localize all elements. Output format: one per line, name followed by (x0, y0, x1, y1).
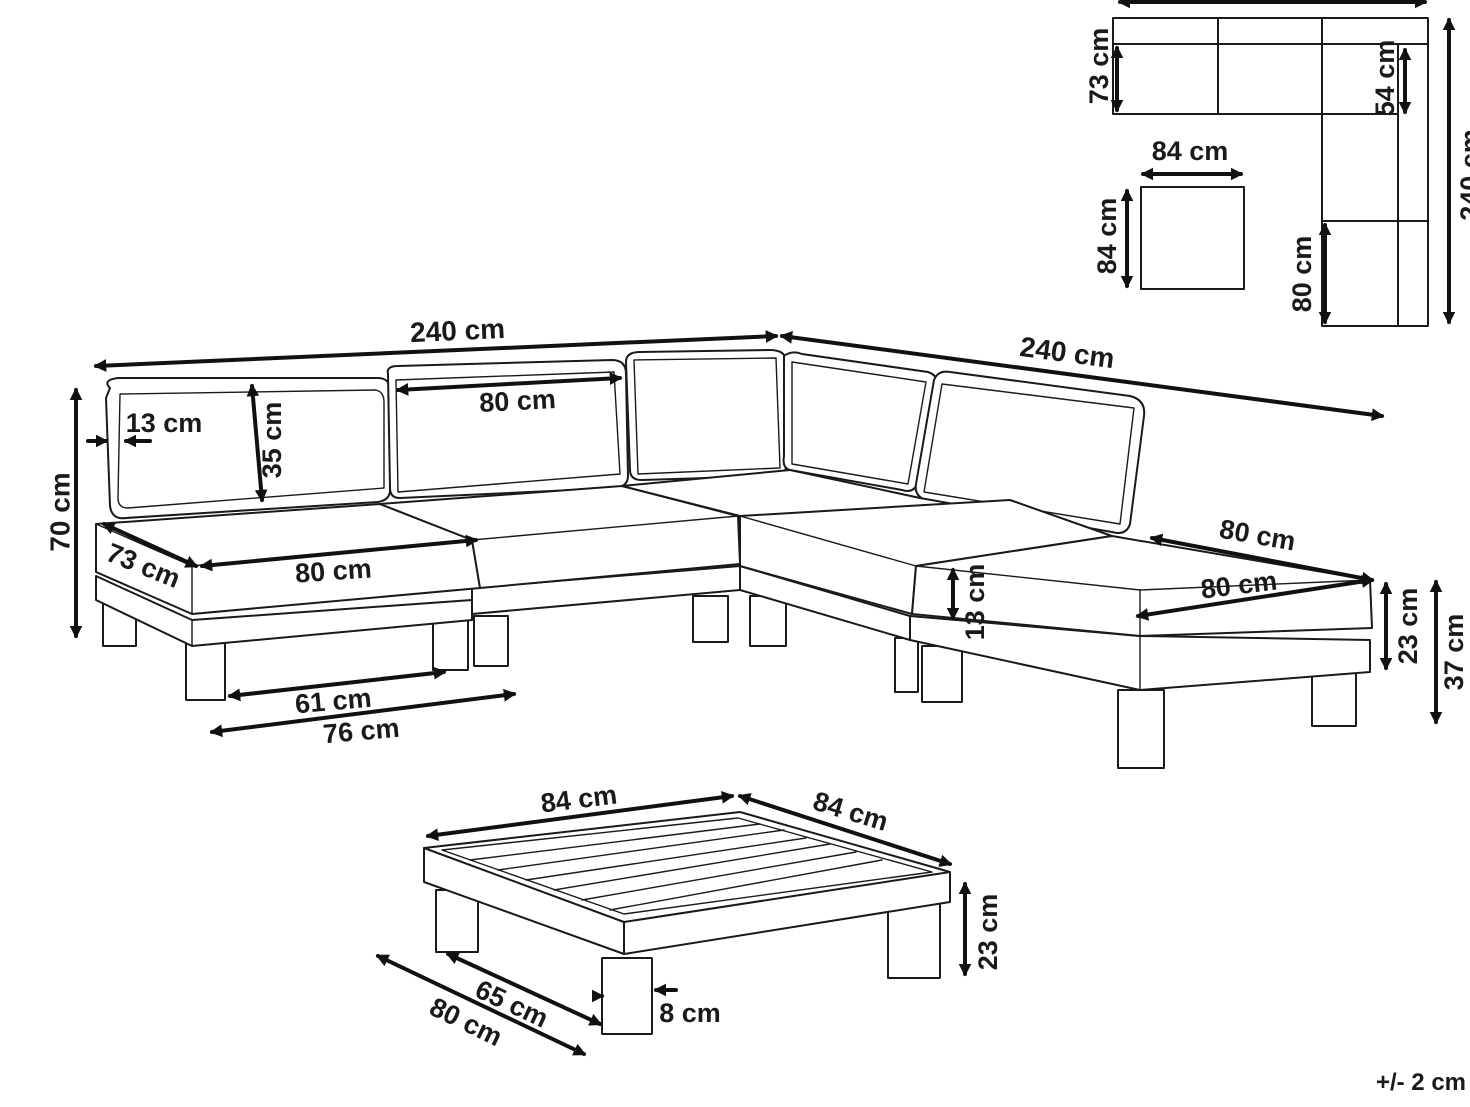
sofa-leg (1117, 689, 1165, 769)
table-leg-width-label: 8 cm (659, 998, 721, 1028)
sofa-right-length-arrow (779, 331, 1385, 421)
top-ottoman-depth-label: 84 cm (1092, 198, 1122, 275)
seat-width-arrow (199, 534, 479, 572)
top-view-sofa-outline (1112, 17, 1429, 327)
ottoman-total-height-label: 37 cm (1439, 614, 1469, 691)
table-slat (609, 859, 883, 911)
sofa-dimensions: 240 cm 240 cm 70 cm 13 cm 35 cm 80 cm 73… (45, 313, 1470, 749)
table-height-label: 23 cm (973, 894, 1003, 971)
table-width-arrow (425, 790, 735, 842)
sofa-leg (432, 619, 469, 671)
seat-thickness-label: 13 cm (960, 564, 990, 641)
back-cushion-1 (105, 377, 392, 520)
ottoman-width-label: 80 cm (1217, 514, 1298, 557)
top-back-height-label: 73 cm (1084, 28, 1114, 105)
back-cushion-3 (625, 349, 787, 481)
back-width-label: 80 cm (479, 384, 557, 418)
top-chaise-depth-label: 80 cm (1287, 236, 1317, 313)
sofa-leg (185, 639, 226, 701)
back-height-arrow (246, 383, 268, 503)
top-side-length-label: 240 cm (1455, 129, 1470, 221)
back-cushion-corner (782, 351, 940, 492)
table-leg (601, 957, 653, 1035)
sofa-leg (921, 645, 963, 703)
sofa-left-length-label: 240 cm (409, 313, 505, 348)
seat-depth-arrow (101, 522, 199, 568)
top-view: 73 cm 54 cm 240 cm 84 cm 84 cm 80 cm (1084, 0, 1470, 327)
sofa-height-label: 70 cm (45, 472, 76, 551)
sofa-leg (473, 615, 509, 667)
tolerance-note: +/- 2 cm (1376, 1069, 1466, 1096)
top-ottoman-width-label: 84 cm (1152, 136, 1229, 166)
frame-outer-depth-arrow (209, 688, 517, 738)
top-back-depth-label: 54 cm (1370, 40, 1400, 117)
table-depth-arrow (737, 793, 953, 867)
sofa-leg (749, 595, 787, 647)
table-leg (887, 899, 941, 979)
ottoman-width-arrow (1149, 533, 1375, 585)
ottoman-frame-height-label: 23 cm (1393, 588, 1423, 665)
back-height-label: 35 cm (257, 402, 287, 479)
table-outer-depth-arrow (375, 954, 587, 1056)
sofa-left-length-arrow (93, 330, 779, 372)
sofa-leg (894, 637, 919, 693)
table-depth-label: 84 cm (810, 786, 892, 837)
top-view-ottoman (1140, 186, 1245, 290)
back-width-arrow (395, 372, 623, 396)
table-slat (497, 829, 785, 871)
seat-width-label: 80 cm (294, 553, 372, 588)
sofa-leg (692, 595, 729, 643)
frame-outer-depth-label: 76 cm (322, 713, 401, 750)
ottoman-top-width-arrow (1135, 575, 1375, 621)
back-thickness-label: 13 cm (126, 408, 203, 438)
